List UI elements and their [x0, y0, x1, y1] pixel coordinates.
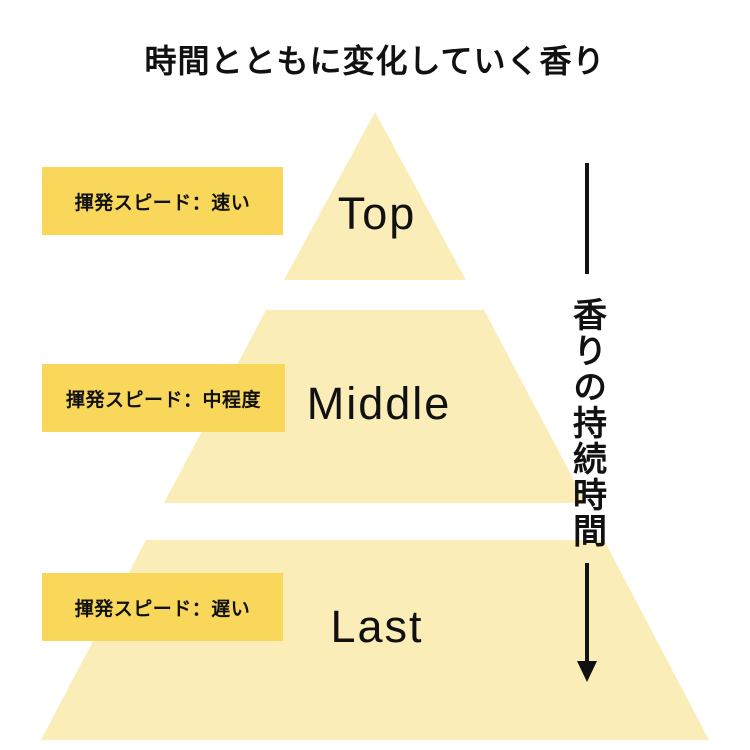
arrow-down-icon: [577, 563, 597, 682]
pyramid-tier-top-shape: [284, 112, 466, 280]
tier-label-middle: Middle: [306, 378, 452, 429]
tier-label-last: Last: [330, 601, 424, 652]
speed-badge-top: 揮発スピード：速い: [42, 167, 283, 235]
speed-badge-last-label: 揮発スピード：遅い: [74, 598, 251, 620]
duration-axis-line: [585, 163, 589, 274]
speed-badge-top-label: 揮発スピード：速い: [74, 192, 251, 214]
speed-badge-middle: 揮発スピード：中程度: [42, 364, 285, 432]
page-title: 時間とともに変化していく香り: [144, 43, 606, 79]
duration-axis-label: 香りの持続時間: [567, 297, 606, 549]
tier-label-top: Top: [337, 188, 417, 239]
pyramid-tier-middle-shape: [164, 310, 586, 503]
speed-badge-last: 揮発スピード：遅い: [42, 573, 283, 641]
speed-badge-middle-label: 揮発スピード：中程度: [65, 389, 261, 411]
